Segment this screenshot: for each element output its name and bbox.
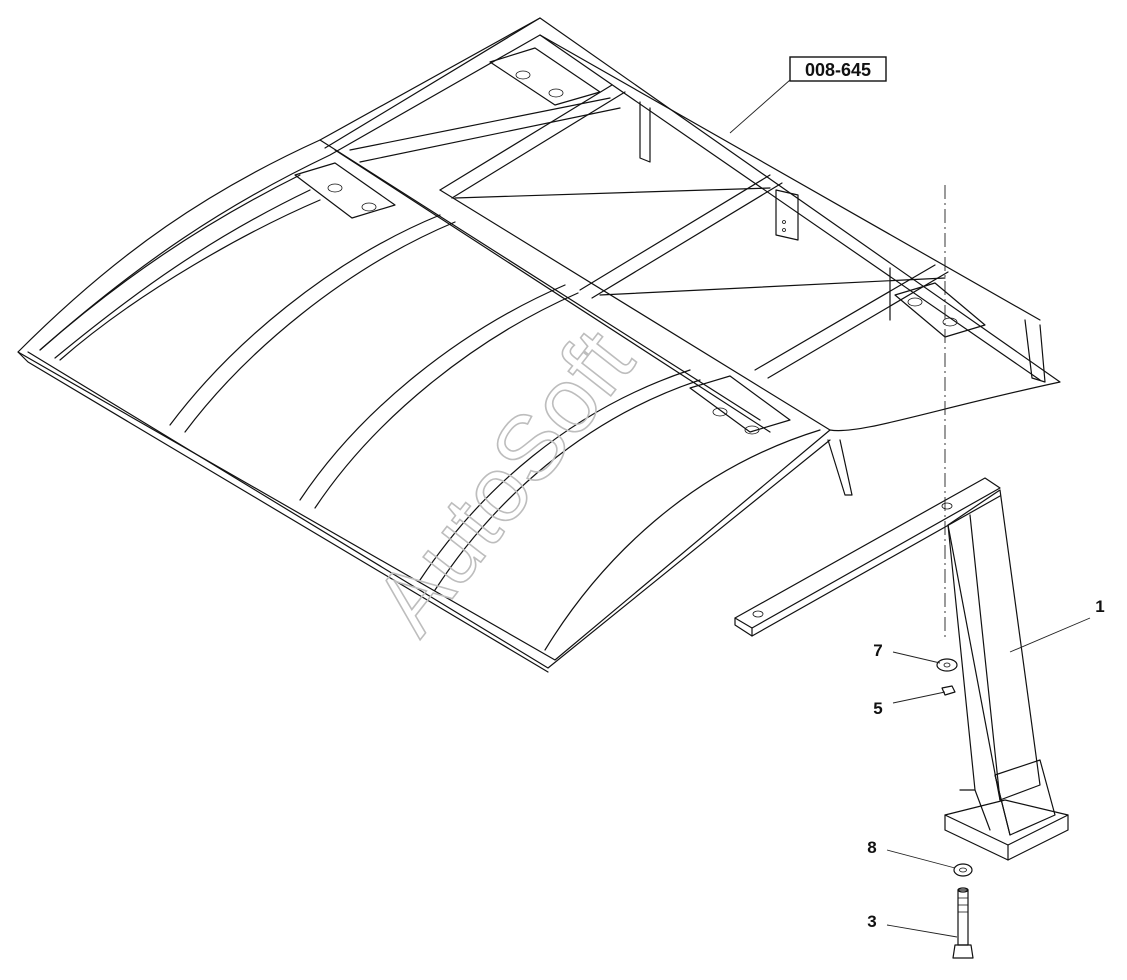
- callout-7: 7: [873, 641, 941, 664]
- watermark: AutoSoft: [355, 311, 654, 653]
- spring-washer-part: [953, 863, 973, 877]
- canopy-frame: [17, 17, 1061, 673]
- watermark-text: AutoSoft: [355, 311, 653, 652]
- washer-part: [936, 658, 958, 672]
- nut-part: [941, 685, 956, 696]
- reference-code: 008-645: [805, 60, 871, 80]
- reference-tag: 008-645: [729, 56, 887, 134]
- callout-label-8: 8: [867, 838, 876, 857]
- callout-label-1: 1: [1095, 597, 1104, 616]
- callout-3: 3: [867, 912, 958, 938]
- callout-label-7: 7: [873, 641, 882, 660]
- bolt-part: [952, 887, 974, 959]
- callout-label-3: 3: [867, 912, 876, 931]
- bracket-part: [734, 477, 1069, 861]
- callout-8: 8: [867, 838, 956, 869]
- callout-1: 1: [1009, 597, 1105, 653]
- callout-label-5: 5: [873, 699, 882, 718]
- callout-5: 5: [873, 691, 946, 718]
